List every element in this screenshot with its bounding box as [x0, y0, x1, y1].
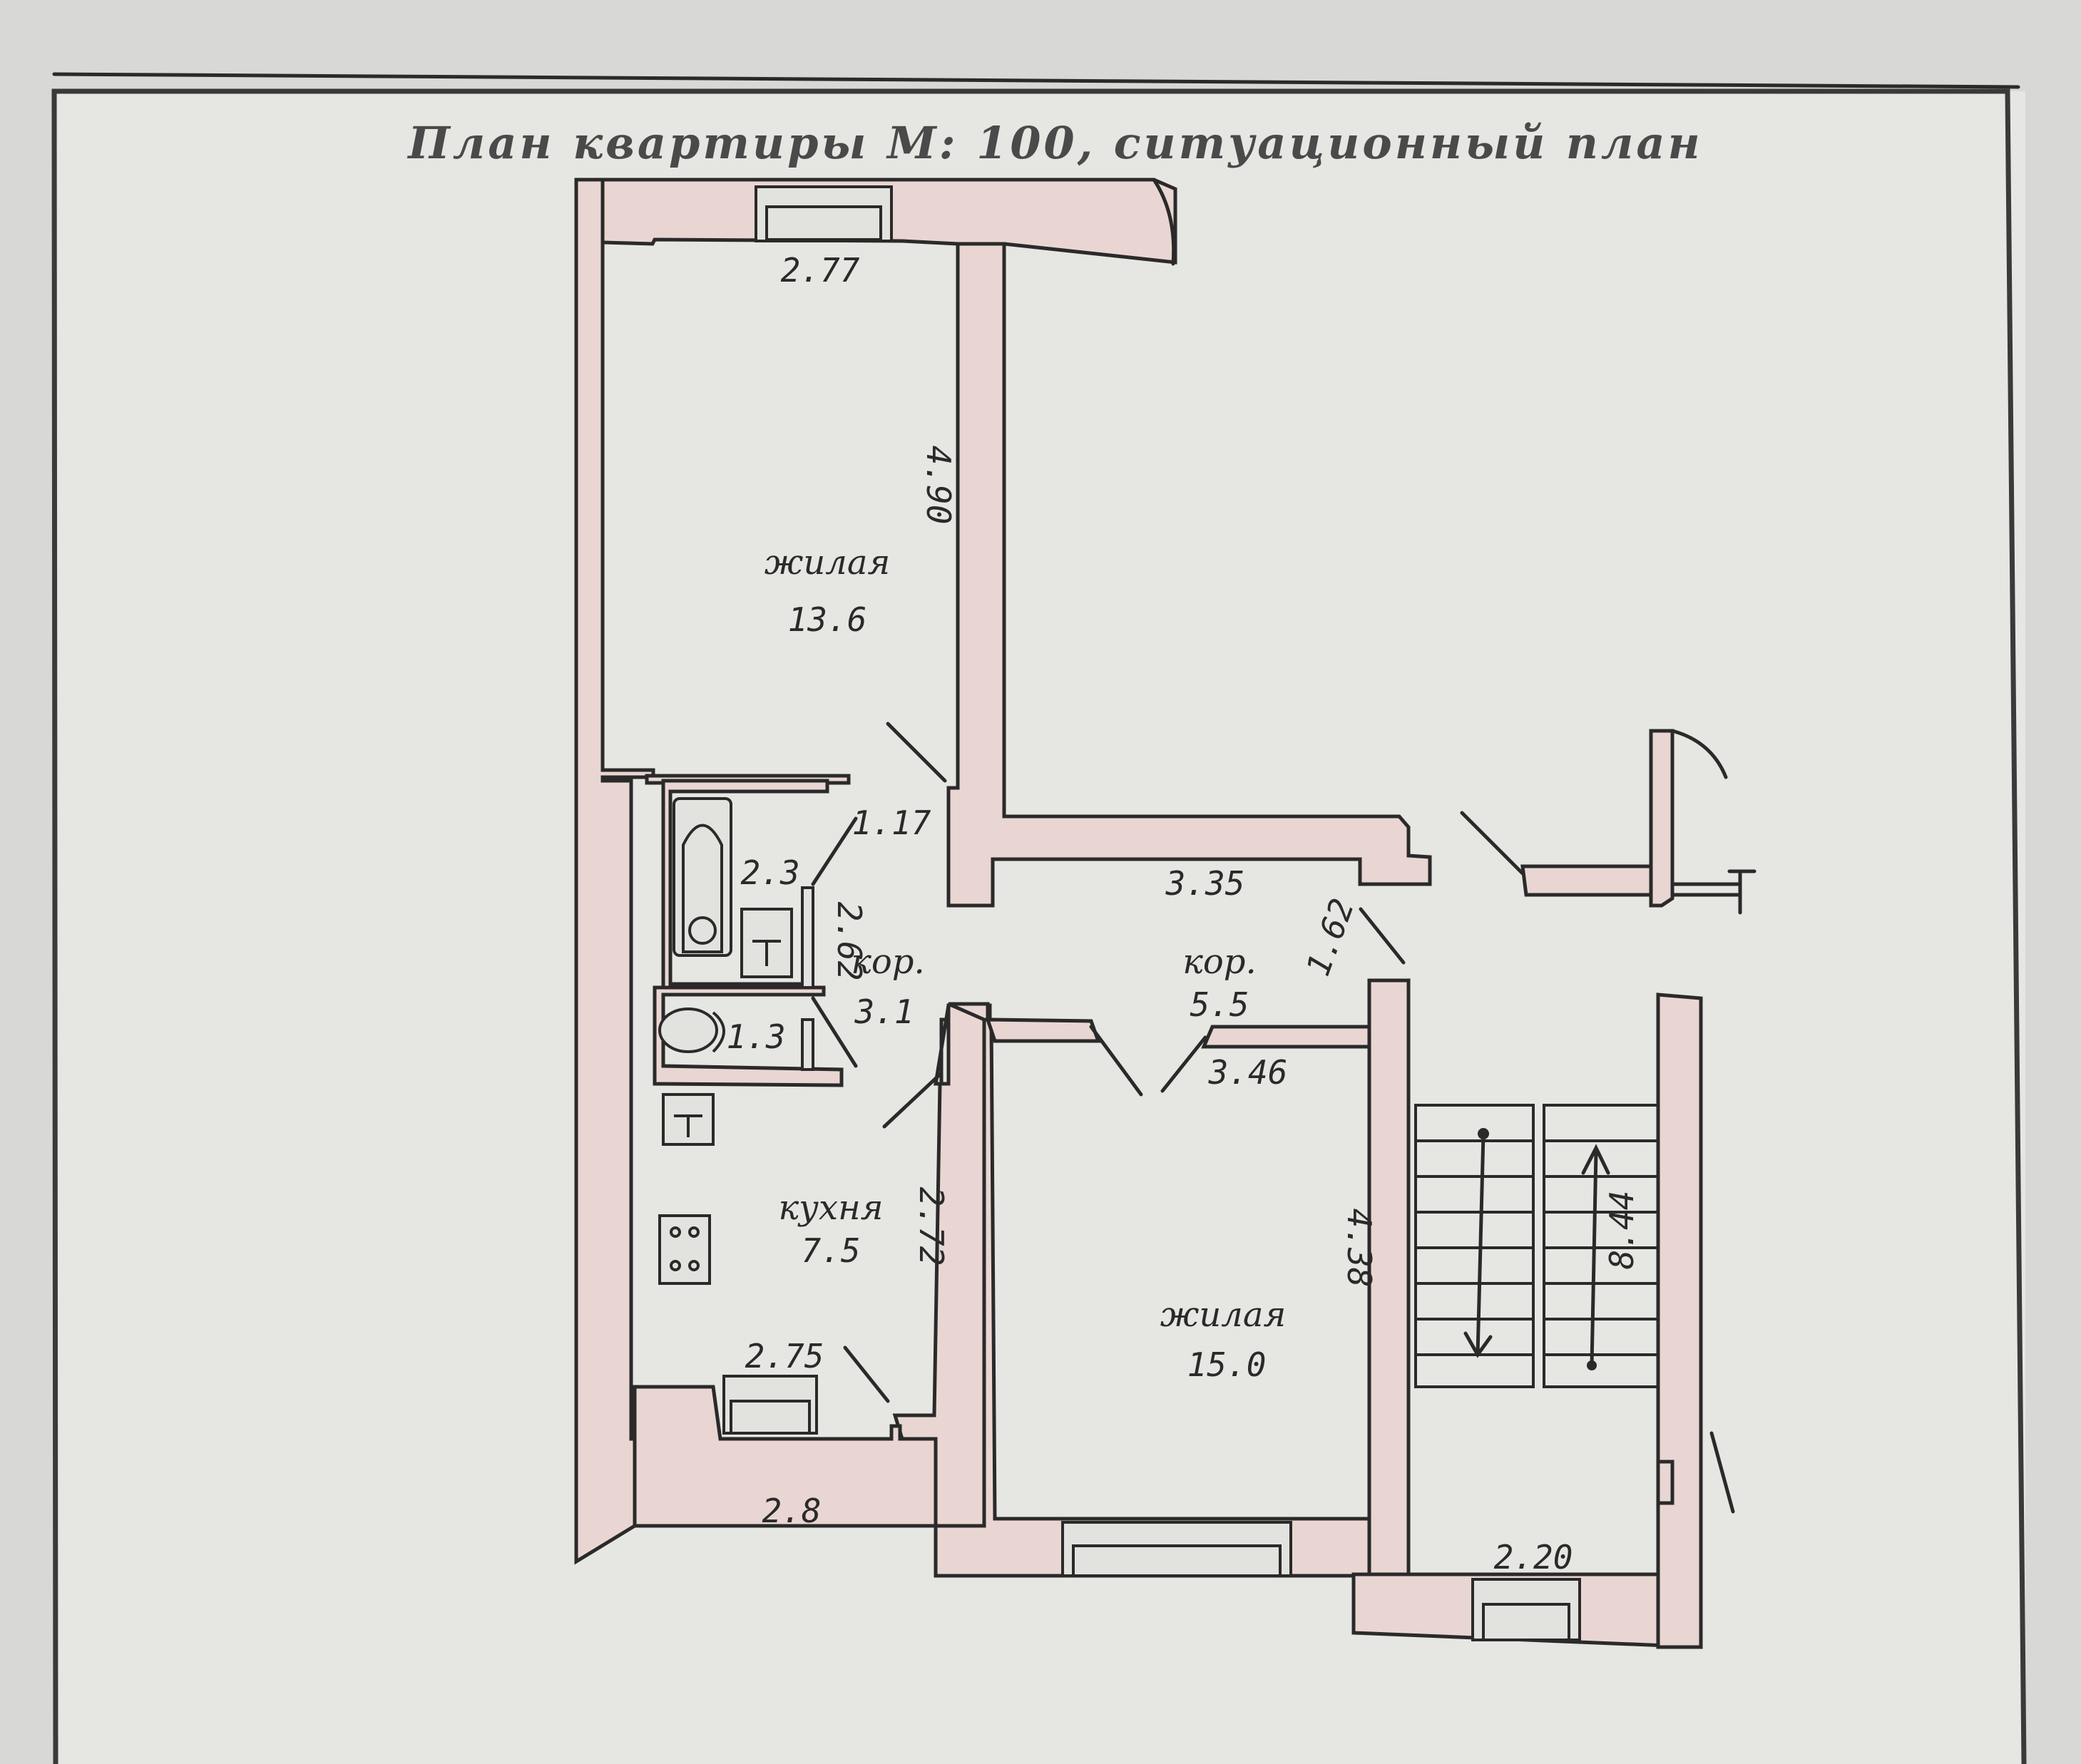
stove: [658, 1214, 711, 1285]
room-name-corridor-large: кор.: [1182, 942, 1257, 982]
top-wall-cut: [1152, 178, 1176, 266]
room-area-corridor-large: 5.5: [1190, 985, 1249, 1024]
door-bathroom: [811, 816, 858, 886]
toilet-bowl: [658, 1007, 718, 1053]
stair-arrow-down-dot: [1478, 1128, 1489, 1139]
annex-pipe: [1670, 869, 1757, 915]
bathroom-sink-tap: [752, 940, 781, 966]
sheet-top-edge: [52, 72, 2020, 89]
window-stair-sill: [1482, 1603, 1570, 1641]
dim-corridor-large-length: 3.35: [1165, 864, 1245, 903]
stove-burner-4: [688, 1260, 700, 1271]
plan-title: План квартиры М: 100, ситуационный план: [407, 117, 1702, 169]
wall-bottom-room-north-left: [985, 1017, 1101, 1043]
door-annex: [1460, 811, 1525, 876]
door-stair-exit: [1709, 1431, 1735, 1514]
dim-top-room-width: 2.77: [781, 251, 860, 289]
dim-balcony-width: 2.8: [762, 1492, 821, 1530]
stair-arrow-up: [1581, 1144, 1610, 1368]
dim-kitchen-width: 2.75: [745, 1337, 824, 1375]
room-area-living-top: 13.6: [788, 600, 867, 639]
stair-arrow-down: [1463, 1132, 1493, 1358]
wall-annex-side: [1649, 729, 1674, 908]
stove-burner-2: [688, 1226, 700, 1238]
room-area-corridor-small: 3.1: [854, 993, 914, 1031]
dim-living-bottom-length: 4.38: [1340, 1209, 1379, 1288]
paper-sheet: [57, 91, 2025, 1764]
dim-top-room-length: 4.90: [919, 446, 958, 525]
stair-flight-left: [1414, 1104, 1535, 1388]
stove-burner-1: [670, 1226, 681, 1238]
dim-stair-length: 8.44: [1602, 1191, 1641, 1270]
partition-bath-corridor: [801, 886, 814, 989]
window-top-room-sill: [765, 205, 882, 241]
door-bottom-room-left: [1089, 1025, 1143, 1097]
room-area-bathroom: 2.3: [740, 853, 799, 892]
stair-flight-right: [1543, 1104, 1660, 1388]
door-entrance: [1359, 907, 1406, 965]
bathtub-inner: [682, 824, 723, 953]
stair-treads: [1416, 1139, 1658, 1356]
room-name-kitchen: кухня: [779, 1188, 884, 1228]
room-area-toilet: 1.3: [726, 1017, 785, 1056]
window-kitchen-sill: [730, 1400, 811, 1435]
wall-top-room-east: [946, 242, 1432, 908]
partition-toilet-corridor: [801, 1018, 814, 1071]
dim-living-bottom-width: 3.46: [1208, 1053, 1288, 1092]
dim-corridor-small-length: 2.62: [830, 902, 869, 981]
room-name-living-bottom: жилая: [1160, 1295, 1286, 1335]
dim-corridor-small-width: 1.17: [852, 804, 931, 842]
room-name-corridor-small: кор.: [851, 942, 925, 982]
stair-arrow-up-dot: [1587, 1360, 1597, 1370]
kitchen-sink-tap: [674, 1114, 702, 1137]
sheet-border: [51, 88, 2027, 1764]
wall-kitchen-south: [633, 1385, 938, 1528]
door-top-room: [886, 722, 947, 783]
dim-kitchen-length: 2.72: [912, 1187, 951, 1266]
door-balcony-curve: [1670, 729, 1728, 779]
wall-bottom-room-north-right: [1201, 1025, 1371, 1049]
wall-stair-east: [1656, 993, 1703, 1649]
toilet-tank: [712, 1011, 725, 1053]
room-area-living-bottom: 15.0: [1187, 1345, 1267, 1384]
bathtub-drain: [688, 916, 717, 945]
stove-burner-3: [670, 1260, 681, 1271]
door-toilet: [811, 996, 858, 1068]
dim-stair-width: 2.20: [1494, 1538, 1573, 1576]
door-bottom-room-right: [1160, 1035, 1207, 1093]
door-kitchen-balcony: [843, 1345, 890, 1403]
window-bottom-room-sill: [1072, 1544, 1282, 1577]
door-kitchen: [882, 1071, 944, 1129]
wall-toilet: [653, 985, 844, 1087]
room-area-kitchen: 7.5: [801, 1231, 860, 1270]
room-name-living-top: жилая: [765, 543, 890, 583]
